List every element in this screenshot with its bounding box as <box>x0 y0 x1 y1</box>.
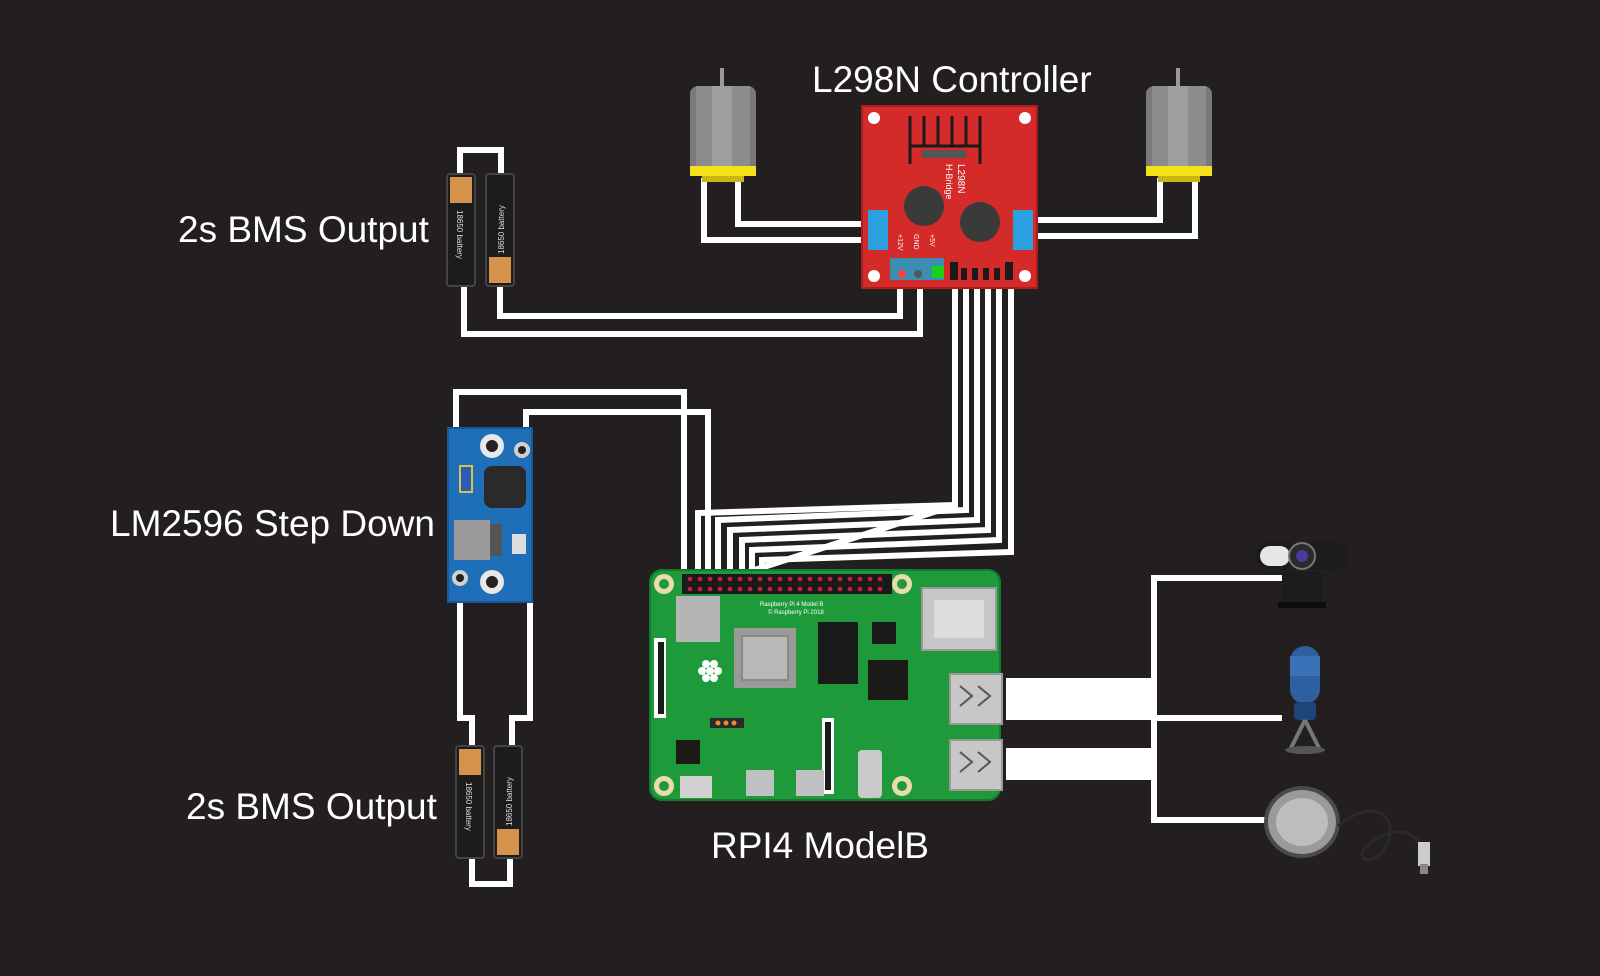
dc-motor-icon <box>690 68 756 182</box>
wire-ctrl-2 <box>715 278 969 586</box>
bottom-bms-output-label: 2s BMS Output <box>186 786 437 827</box>
battery-label: 18650 battery <box>464 782 473 831</box>
wire-left-motor-a <box>701 178 870 243</box>
usb-cable-2 <box>1006 748 1154 780</box>
battery-pack-bottom: 18650 battery 18650 battery <box>455 745 523 859</box>
wifi-module <box>676 596 720 642</box>
micro-hdmi-1 <box>796 770 824 796</box>
rpi-silk-label-1: Raspberry Pi 4 Model B <box>760 602 823 608</box>
wire-stepdown-out-a <box>453 389 687 586</box>
wire-left-motor-b <box>735 178 870 227</box>
heatsink-icon <box>908 116 982 164</box>
wire-usb-bus <box>1151 575 1284 823</box>
rpi4-modelb-label: RPI4 ModelB <box>711 825 929 866</box>
ram-chip <box>818 622 858 684</box>
wire-stepdown-out-b <box>523 409 711 586</box>
wire-battery-12v <box>497 278 903 319</box>
microphone-icon <box>1285 646 1325 754</box>
battery-icon: 18650 battery <box>485 173 515 287</box>
usb-port-upper <box>949 673 1003 725</box>
rpi-silk-label-2: © Raspberry Pi 2018 <box>768 609 824 616</box>
lm2596-step-down-label: LM2596 Step Down <box>110 503 435 544</box>
pin-gnd-label: GND <box>912 234 919 250</box>
battery-icon: 18650 battery <box>455 745 485 859</box>
l298n-sub-label: H-Bridge <box>944 164 954 200</box>
wire-right-motor-b <box>1026 178 1163 223</box>
wire-right-motor-a <box>1026 178 1198 239</box>
wire-battery-gnd <box>461 278 923 337</box>
raspberry-logo-icon <box>698 660 722 682</box>
battery-pack-top: 18650 battery 18650 battery <box>446 173 515 287</box>
motor-b-terminal <box>1013 210 1033 250</box>
pin-5v-label: +5V <box>928 234 935 247</box>
wire-top-battery-jumper <box>457 147 504 174</box>
wire-stepdown-in-a <box>457 602 475 750</box>
l298n-controller-label: L298N Controller <box>812 59 1092 100</box>
wire-ctrl-1 <box>695 278 958 586</box>
webcam-icon <box>1256 542 1348 608</box>
pin-12v-label: +12V <box>896 234 903 251</box>
wire-ctrl-3 <box>727 278 980 586</box>
battery-label: 18650 battery <box>497 205 506 254</box>
control-header <box>950 262 1013 280</box>
wire-stepdown-in-b <box>509 602 533 750</box>
usb-cables <box>1006 678 1154 780</box>
battery-icon: 18650 battery <box>493 745 523 859</box>
battery-label: 18650 battery <box>505 777 514 826</box>
audio-jack <box>858 750 882 798</box>
micro-hdmi-0 <box>746 770 774 796</box>
l298n-board: L298N H-Bridge +12V GND +5V <box>861 105 1038 289</box>
usb-port-lower <box>949 739 1003 791</box>
motor-a-terminal <box>868 210 888 250</box>
battery-icon: 18650 battery <box>446 173 476 287</box>
gpio-header <box>682 574 892 594</box>
usb-speaker-icon <box>1264 786 1430 874</box>
lm2596-board <box>447 427 533 603</box>
l298n-chip-label: L298N <box>955 164 966 193</box>
battery-label: 18650 battery <box>455 210 464 259</box>
usb-c-port <box>680 776 712 798</box>
rpi4-board: Raspberry Pi 4 Model B © Raspberry Pi 20… <box>649 569 1003 801</box>
dc-motor-icon <box>1146 68 1212 182</box>
wire-bottom-battery-jumper <box>469 856 513 887</box>
top-bms-output-label: 2s BMS Output <box>178 209 429 250</box>
usb-cable-1 <box>1006 678 1154 720</box>
